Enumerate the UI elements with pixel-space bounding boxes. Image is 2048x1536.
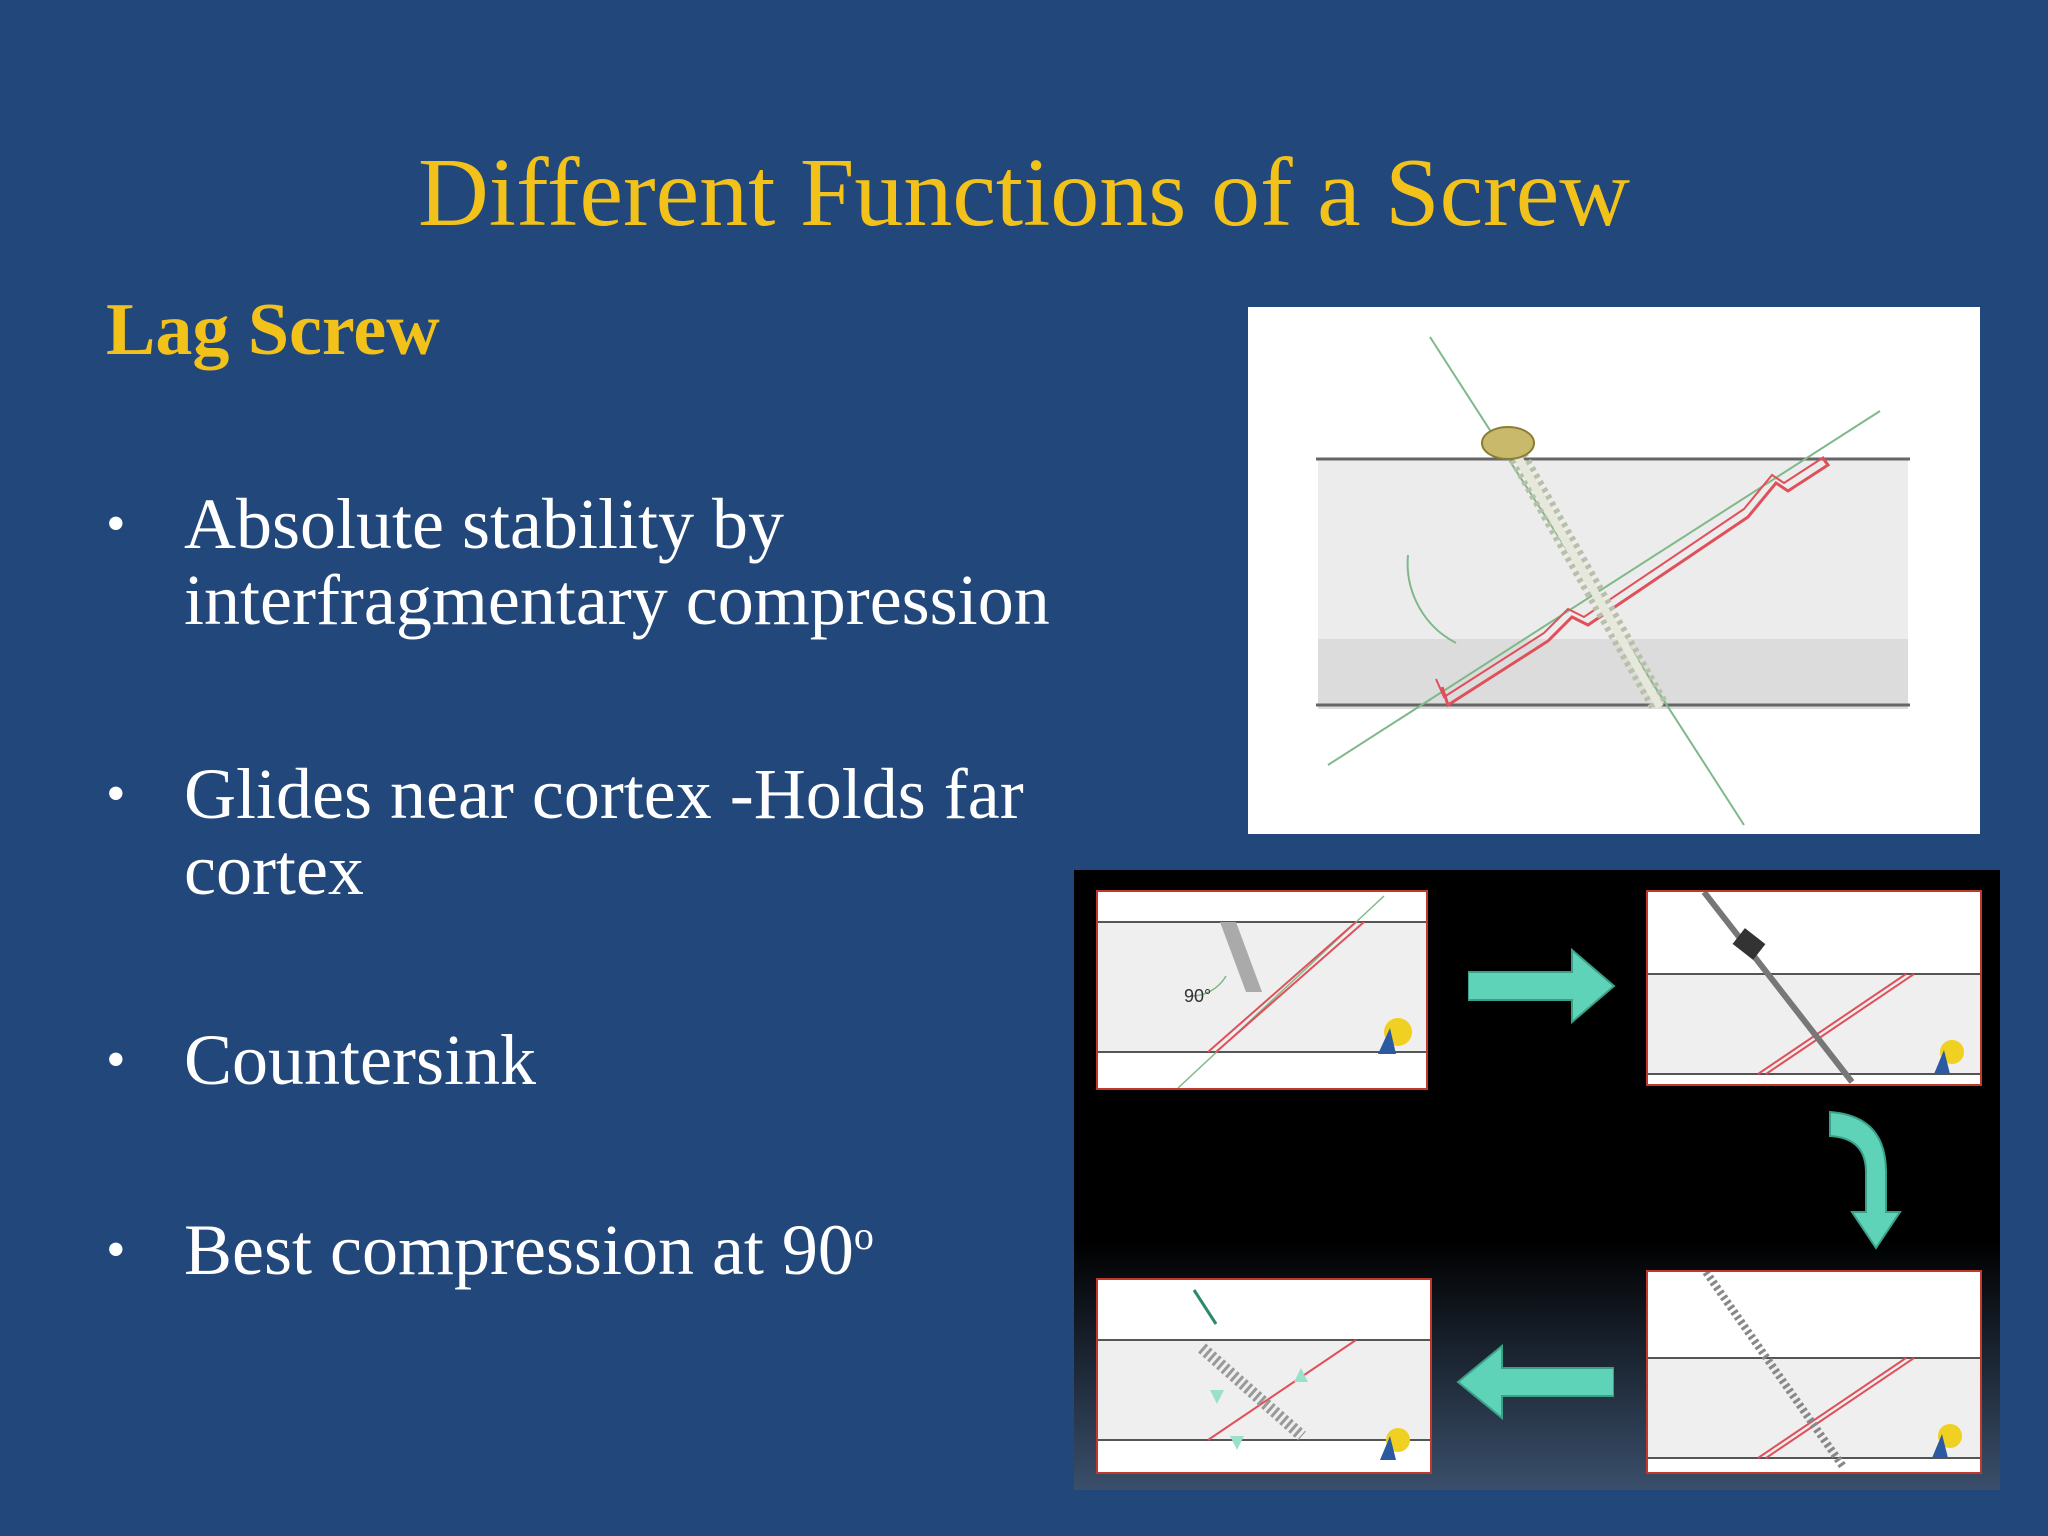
arrow-curved-down-icon [1829,1110,1902,1250]
arrow-left-icon [1456,1343,1614,1421]
lag-technique-steps: 90° [1074,870,2000,1490]
angle-label: 90° [1184,986,1211,1006]
fracture-axis-line [1327,410,1881,766]
slide-title: Different Functions of a Screw [418,139,1630,247]
bullet-marker: • [106,493,126,555]
bullet-text: Countersink [184,1020,536,1100]
fracture-line-2 [1435,456,1825,699]
step-panel-drill-glide-hole: 90° [1096,890,1428,1090]
fracture-line [1440,456,1831,708]
lag-screw-diagram [1316,336,1910,826]
step-panel-insert-screw [1096,1278,1432,1474]
section-heading: Lag Screw [106,289,440,371]
bullet-text: Best compression at 90o [184,1212,1204,1288]
arrow-right-icon [1468,948,1616,1024]
step-panel-tap-thread [1646,1270,1982,1474]
bullet-text-main: Best compression at 90 [184,1210,854,1290]
bullet-marker: • [106,1029,126,1091]
step-panel-drill-far-cortex [1646,890,1982,1086]
bullet-marker: • [106,763,126,825]
bullet-marker: • [106,1219,126,1281]
bullet-text: Absolute stability by interfragmentary c… [184,484,1050,640]
degree-superscript: o [853,1213,874,1258]
angle-arc [1406,554,1457,644]
lag-screw-illustration [1248,307,1980,834]
bullet-text: Glides near cortex -Holds far cortex [184,754,1024,910]
screw-icon [1481,426,1669,712]
far-cortex [1318,639,1908,709]
